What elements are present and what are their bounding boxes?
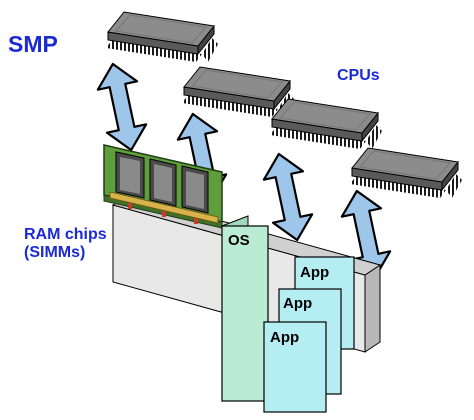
diagram-title: SMP: [8, 31, 58, 57]
cpus-label: CPUs: [337, 67, 380, 84]
os-module-label: OS: [228, 232, 250, 249]
cpu-chip-icon-4: [349, 147, 463, 199]
cpu-chip-icon-3: [269, 98, 383, 150]
app-module-3-label: App: [270, 329, 300, 346]
ram-chips-label-line1: RAM chips: [24, 226, 107, 243]
cpu-chip-icon-2: [181, 66, 295, 118]
bidirectional-arrow-icon-1: [92, 58, 152, 156]
app-module-3: [263, 321, 327, 413]
app-module-1-label: App: [300, 264, 330, 281]
ram-simm-icon: [103, 144, 223, 229]
ram-chips-label: RAM chips (SIMMs): [24, 226, 107, 261]
app-module-2-label: App: [283, 295, 313, 312]
ram-chips-label-line2: (SIMMs): [24, 243, 86, 261]
os-module: [221, 215, 269, 402]
cpu-chip-icon-1: [105, 11, 219, 63]
